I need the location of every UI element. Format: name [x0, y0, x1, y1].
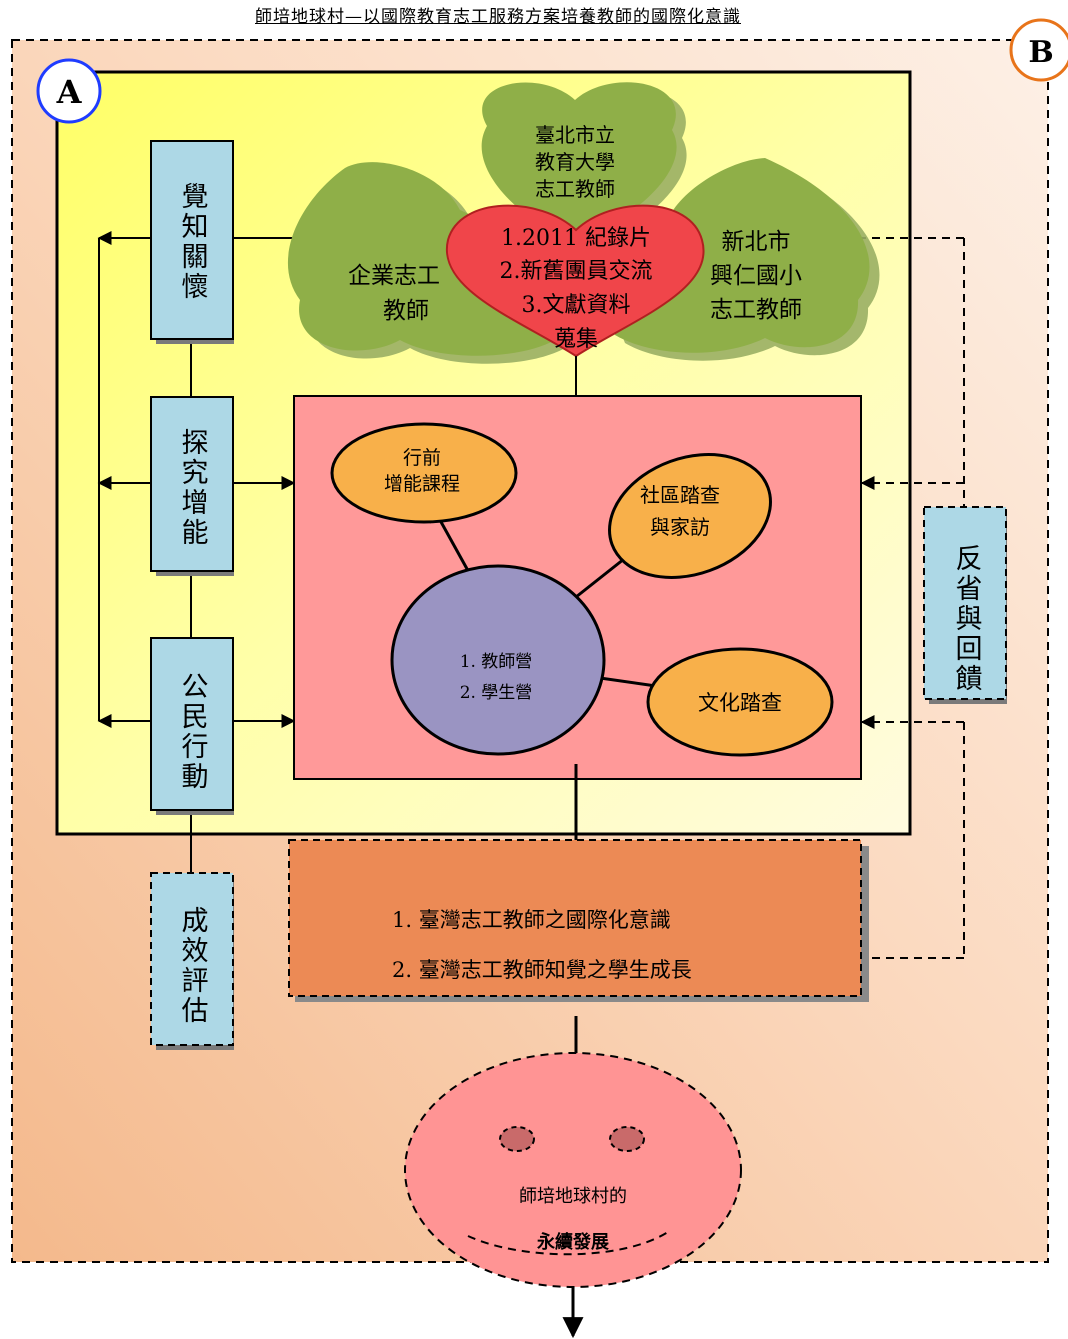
stage-inquiry-label: 探究增能 [177, 428, 208, 548]
feedback-loop [831, 231, 965, 959]
face-smile [467, 1231, 669, 1256]
svg-text:1. 臺灣志工教師之國際化意識: 1. 臺灣志工教師之國際化意識 [392, 908, 671, 932]
svg-text:2. 臺灣志工教師知覺之學生成長: 2. 臺灣志工教師知覺之學生成長 [392, 958, 692, 982]
face-eye-right [609, 1126, 645, 1152]
stage-action-box [150, 637, 234, 815]
pre-training-text: 行前 增能課程 [384, 447, 460, 495]
clover-left-text: 企業志工 教師 [348, 263, 440, 324]
svg-text:3.文獻資料: 3.文獻資料 [522, 293, 631, 318]
outcome-box [288, 839, 869, 1002]
culture-text: 文化踏查 [698, 691, 782, 715]
sustain-text-line1: 師培地球村的 [519, 1186, 627, 1207]
clover-leaf-top [481, 82, 677, 240]
stage-evaluation-label: 成效評估 [177, 906, 209, 1026]
community-text: 社區踏查 與家訪 [640, 483, 720, 539]
community-oval [608, 453, 772, 579]
sustain-face [404, 1052, 742, 1288]
clover-partners [287, 82, 880, 414]
clover-leaf-right [610, 158, 870, 353]
clover-leaf-left [287, 162, 556, 356]
svg-text:增能課程: 增能課程 [384, 473, 460, 495]
clover-right-text: 新北市 興仁國小 志工教師 [710, 229, 802, 323]
svg-text:蒐集: 蒐集 [554, 327, 598, 352]
svg-text:B: B [1028, 35, 1053, 70]
reflection-label: 反省與回饋 [951, 544, 983, 694]
svg-text:興仁國小: 興仁國小 [710, 263, 802, 289]
svg-text:志工教師: 志工教師 [710, 297, 802, 323]
svg-text:教育大學: 教育大學 [535, 150, 615, 174]
culture-oval [646, 647, 834, 757]
center-oval [390, 564, 606, 756]
clover-heart-text: 1.2011 紀錄片 2.新舊團員交流 3.文獻資料 蒐集 [500, 226, 653, 352]
svg-text:與家訪: 與家訪 [650, 515, 710, 539]
marker-b: B [1009, 18, 1068, 82]
diagram-title: 師培地球村—以國際教育志工服務方案培養教師的國際化意識 [255, 7, 741, 27]
stage-awareness-box [150, 140, 234, 344]
svg-text:社區踏查: 社區踏查 [640, 483, 720, 507]
svg-text:臺北市立: 臺北市立 [535, 123, 615, 147]
svg-text:教師: 教師 [383, 298, 429, 324]
svg-text:1. 教師營: 1. 教師營 [460, 652, 533, 672]
stage-inquiry-box [150, 396, 234, 576]
svg-text:新北市: 新北市 [722, 229, 791, 255]
sustain-text-line2: 永續發展 [536, 1231, 610, 1253]
svg-text:行前: 行前 [403, 447, 441, 469]
svg-text:志工教師: 志工教師 [535, 177, 615, 201]
center-oval-text: 1. 教師營 2. 學生營 [460, 652, 533, 703]
marker-a: A [36, 58, 102, 124]
svg-text:企業志工: 企業志工 [348, 263, 440, 289]
stage-action-label: 公民行動 [177, 672, 209, 792]
stage-evaluation-box [150, 872, 234, 1050]
svg-text:2.新舊團員交流: 2.新舊團員交流 [500, 259, 653, 284]
outcome-text: 1. 臺灣志工教師之國際化意識 2. 臺灣志工教師知覺之學生成長 [392, 908, 692, 982]
svg-text:A: A [56, 73, 83, 111]
svg-text:1.2011 紀錄片: 1.2011 紀錄片 [501, 226, 651, 251]
clover-top-text: 臺北市立 教育大學 志工教師 [535, 123, 615, 201]
svg-text:2. 學生營: 2. 學生營 [460, 683, 533, 703]
pre-training-oval [330, 422, 518, 524]
face-eye-left [499, 1126, 535, 1152]
reflection-box [923, 506, 1007, 704]
stage-awareness-label: 覺知關懷 [177, 182, 209, 302]
